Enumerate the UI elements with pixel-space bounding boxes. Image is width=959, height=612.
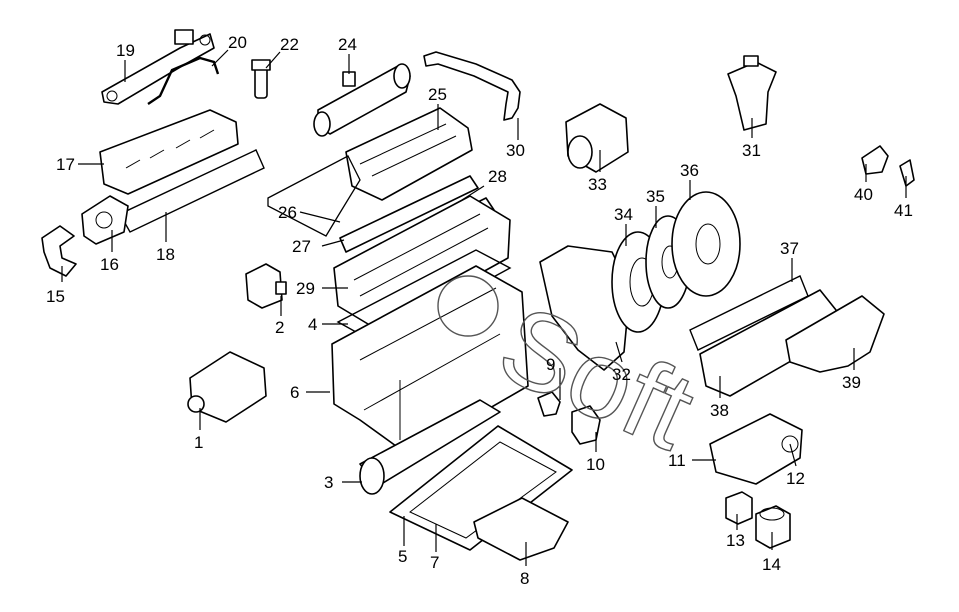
callout-7: 7 — [430, 553, 439, 572]
oil-cooler — [709, 413, 803, 485]
callout-12: 12 — [786, 469, 805, 488]
callout-13: 13 — [726, 531, 745, 550]
lower-oil-pan — [473, 497, 569, 561]
thermostat-housing — [81, 195, 129, 245]
callout-6: 6 — [290, 383, 299, 402]
callout-32: 32 — [612, 365, 631, 384]
heat-shield — [785, 295, 885, 373]
oil-pan — [389, 425, 573, 551]
callout-14: 14 — [762, 555, 781, 574]
callout-5: 5 — [398, 547, 407, 566]
callout-35: 35 — [646, 187, 665, 206]
callout-10: 10 — [586, 455, 605, 474]
callout-31: 31 — [742, 141, 761, 160]
callout-2: 2 — [275, 318, 284, 337]
callout-40: 40 — [854, 185, 873, 204]
callout-22: 22 — [280, 35, 299, 54]
callout-8: 8 — [520, 569, 529, 588]
callout-11: 11 — [668, 451, 686, 470]
callout-16: 16 — [100, 255, 119, 274]
leader-lines — [61, 49, 907, 566]
callout-27: 27 — [292, 237, 311, 256]
callout-19: 19 — [116, 41, 135, 60]
cover-gasket — [267, 155, 361, 237]
callout-39: 39 — [842, 373, 861, 392]
callout-34: 34 — [614, 205, 633, 224]
oil-level-sensor — [537, 391, 561, 417]
callout-20: 20 — [228, 33, 247, 52]
crankshaft — [359, 399, 501, 495]
callout-29: 29 — [296, 279, 315, 298]
sensor-40 — [861, 145, 889, 175]
egr-cooler — [313, 63, 411, 137]
filter-element — [725, 491, 753, 525]
injector — [251, 59, 271, 99]
callout-15: 15 — [46, 287, 65, 306]
breather-hose — [423, 51, 521, 121]
cylinder-head — [333, 195, 511, 331]
intake-manifold — [99, 109, 239, 195]
callout-18: 18 — [156, 245, 175, 264]
callout-9: 9 — [546, 355, 555, 374]
parts-layer — [41, 29, 915, 561]
fuel-pump — [187, 351, 267, 423]
pressure-plate — [671, 191, 741, 297]
callout-38: 38 — [710, 401, 729, 420]
callout-28: 28 — [488, 167, 507, 186]
intake-gasket — [119, 149, 265, 233]
callout-4: 4 — [308, 315, 317, 334]
valve-cover — [345, 107, 473, 201]
sensor-41 — [899, 159, 915, 187]
coolant-hose — [41, 225, 77, 277]
callout-25: 25 — [428, 85, 447, 104]
starter-motor — [565, 103, 629, 173]
oil-filter — [755, 505, 791, 549]
callout-30: 30 — [506, 141, 525, 160]
callout-41: 41 — [894, 201, 913, 220]
callout-36: 36 — [680, 161, 699, 180]
callout-26: 26 — [278, 203, 297, 222]
callout-1: 1 — [194, 433, 203, 452]
callout-33: 33 — [588, 175, 607, 194]
fuel-filter — [727, 55, 777, 131]
callout-37: 37 — [780, 239, 799, 258]
callout-17: 17 — [56, 155, 75, 174]
callout-24: 24 — [338, 35, 357, 54]
pressure-sensor — [245, 263, 287, 309]
fuel-rail — [101, 29, 215, 105]
callout-labels: 1 2 3 4 5 6 7 8 10 11 12 13 14 15 16 17 … — [46, 33, 913, 588]
callout-3: 3 — [324, 473, 333, 492]
engine-back-plate — [539, 245, 631, 371]
